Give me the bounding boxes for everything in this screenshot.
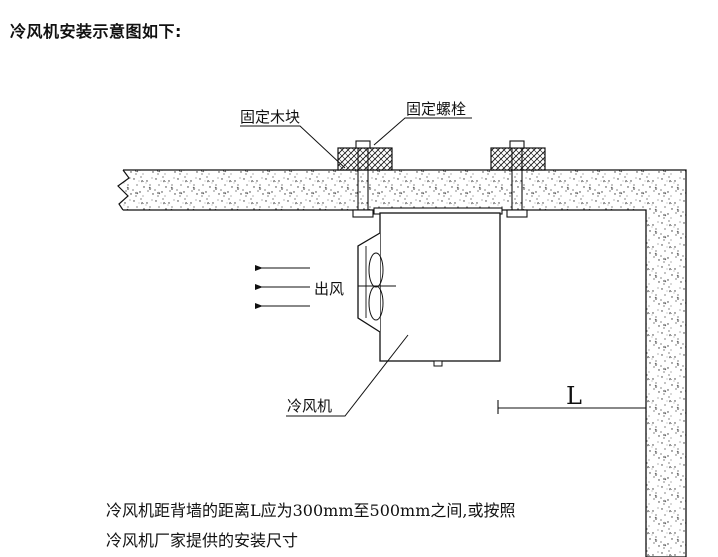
label-bolt: 固定螺栓 (406, 100, 466, 118)
bolt-right (506, 140, 528, 218)
leader-bolt (373, 117, 472, 146)
airflow-arrows (255, 265, 310, 309)
label-unit: 冷风机 (287, 397, 332, 415)
leader-unit (286, 334, 409, 417)
wood-block-right (490, 147, 546, 171)
label-distance: L (566, 382, 582, 410)
wood-block-left (337, 147, 393, 171)
bolt-left (352, 140, 374, 218)
distance-dimension (497, 400, 646, 414)
leader-wood-block (240, 125, 346, 169)
note-line-1: 冷风机距背墙的距离L应为300mm至500mm之间,或按照 (106, 501, 516, 520)
page-title: 冷风机安装示意图如下: (10, 22, 182, 41)
ceiling-slab (117, 169, 687, 557)
air-cooler-unit (357, 212, 501, 367)
note-line-2: 冷风机厂家提供的安装尺寸 (106, 531, 299, 550)
label-wood-block: 固定木块 (240, 108, 300, 126)
fan-icon (358, 252, 396, 321)
label-outlet: 出风 (314, 280, 344, 298)
